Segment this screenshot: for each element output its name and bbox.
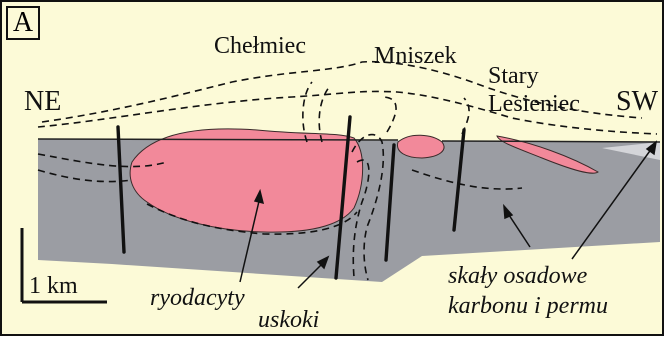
scale-bar-label: 1 km	[29, 274, 78, 298]
place-mniszek-label: Mniszek	[374, 44, 457, 68]
legend-sediments-line2-label: karbonu i permu	[448, 294, 608, 318]
panel-letter: A	[6, 6, 40, 40]
legend-faults-label: uskoki	[258, 308, 319, 332]
direction-sw-label: SW	[616, 88, 658, 116]
place-chelmiec-label: Chełmiec	[214, 34, 306, 58]
rhyodacite-body-small	[398, 135, 444, 158]
place-stary-label: Stary	[488, 64, 539, 88]
direction-ne-label: NE	[24, 88, 61, 116]
place-lesieniec-label: Lesieniec	[488, 92, 580, 116]
legend-sediments-line1-label: skały osadowe	[448, 264, 587, 288]
legend-rhyodacites-label: ryodacyty	[150, 286, 245, 310]
